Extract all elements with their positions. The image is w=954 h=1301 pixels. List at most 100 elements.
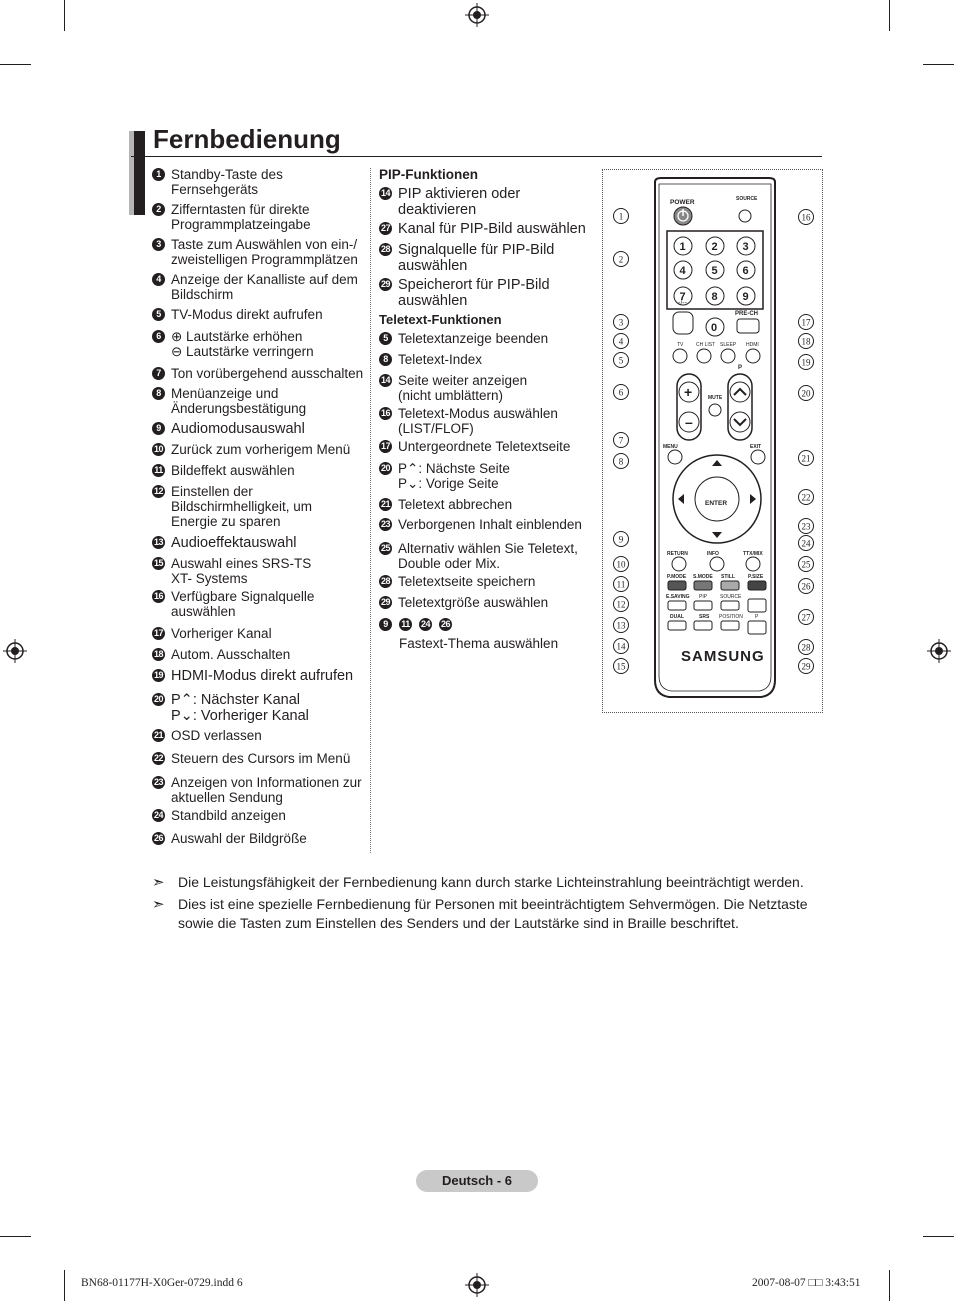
item-number-badge: 27 — [379, 222, 392, 235]
fastext-number: 24 — [419, 618, 432, 631]
item-number-badge: 20 — [379, 462, 392, 475]
item-line: Standby-Taste des — [171, 167, 283, 182]
callout-badge — [798, 385, 814, 401]
item-number-badge: 5 — [379, 332, 392, 345]
callout-number: 24 — [802, 539, 812, 549]
item-line: Teletextseite speichern — [398, 574, 536, 589]
item-text: ⊕ Lautstärke erhöhen⊖ Lautstärke verring… — [171, 329, 314, 359]
slug-right: 2007-08-07 □□ 3:43:51 — [752, 1277, 861, 1289]
item-number-badge: 23 — [152, 776, 165, 789]
item-line: Auswahl eines SRS-TS — [171, 556, 312, 571]
item-line: P⌃: Nächster Kanal — [171, 692, 301, 708]
item-line: HDMI-Modus direkt aufrufen — [171, 668, 354, 684]
item-line: Autom. Ausschalten — [171, 647, 291, 662]
esaving-label: E.SAVING — [666, 594, 690, 600]
digit-key-label: 4 — [680, 265, 687, 277]
callout-badge — [798, 209, 814, 225]
item-line: aktuellen Sendung — [171, 790, 283, 805]
item-number-badge: 15 — [152, 557, 165, 570]
item-line: Teletext-Modus auswählen — [398, 406, 558, 421]
callout-badge — [798, 578, 814, 594]
item-text: Audioeffektauswahl — [171, 535, 297, 551]
item-text: Teletextgröße auswählen — [398, 595, 548, 610]
hdmi-label: HDMI — [746, 342, 759, 348]
item-number-badge: 14 — [379, 187, 392, 200]
item-number-badge: 17 — [152, 627, 165, 640]
item-line: deaktivieren — [398, 202, 477, 218]
item-line: Verfügbare Signalquelle — [171, 589, 315, 604]
item-line: Ton vorübergehend ausschalten — [171, 366, 364, 381]
item-line: Speicherort für PIP-Bild — [398, 277, 550, 293]
callout-badge — [798, 450, 814, 466]
source2-label: SOURCE — [720, 594, 742, 600]
item-number-badge: 13 — [152, 536, 165, 549]
callout-number: 1 — [619, 212, 624, 222]
crop-mark — [64, 1270, 65, 1301]
callout-badge — [613, 617, 629, 633]
callout-number: 21 — [802, 454, 811, 464]
item-line: Standbild anzeigen — [171, 808, 286, 823]
tv-label: TV — [677, 342, 684, 348]
item-line: Zifferntasten für direkte — [171, 202, 310, 217]
psize-label: P.SIZE — [748, 574, 764, 580]
digit-key — [673, 260, 693, 280]
callout-badge — [613, 352, 629, 368]
column-divider — [370, 168, 371, 853]
item-number-badge: 19 — [152, 669, 165, 682]
callout-badge — [613, 333, 629, 349]
callout-number: 12 — [617, 600, 626, 610]
callout-number: 13 — [617, 621, 627, 631]
item-line: Audiomodusauswahl — [171, 421, 305, 437]
item-line: P⌄: Vorige Seite — [398, 476, 499, 491]
registration-mark-icon — [927, 639, 951, 663]
digit-key — [736, 236, 756, 256]
item-text: Standbild anzeigen — [171, 808, 286, 823]
callout-badge — [798, 489, 814, 505]
callout-number: 10 — [617, 560, 627, 570]
callout-number: 16 — [802, 213, 812, 223]
callout-badge — [613, 556, 629, 572]
crop-mark — [64, 0, 65, 31]
still-label: STILL — [721, 574, 735, 580]
callout-number: 9 — [619, 535, 624, 545]
item-line: Anzeige der Kanalliste auf dem — [171, 272, 358, 287]
item-text: Bildeffekt auswählen — [171, 463, 295, 478]
power-label: POWER — [670, 199, 695, 206]
digit-key — [673, 286, 693, 306]
item-line: Signalquelle für PIP-Bild — [398, 242, 555, 258]
note-text: Die Leistungsfähigkeit der Fernbedienung… — [178, 874, 804, 890]
item-line: Vorheriger Kanal — [171, 626, 272, 641]
item-number-badge: 6 — [152, 330, 165, 343]
digit-key — [705, 236, 725, 256]
digit-key-label: 6 — [743, 265, 749, 277]
item-text: Zurück zum vorherigem Menü — [171, 442, 350, 457]
item-text: Steuern des Cursors im Menü — [171, 751, 350, 766]
item-number-badge: 3 — [152, 238, 165, 251]
item-number-badge: 28 — [379, 575, 392, 588]
smode-label: S.MODE — [693, 574, 713, 580]
position-label: POSITION — [719, 614, 743, 620]
item-text: Seite weiter anzeigen(nicht umblättern) — [398, 373, 527, 403]
item-number-badge: 8 — [152, 387, 165, 400]
callout-badge — [798, 556, 814, 572]
pip-heading: PIP-Funktionen — [379, 167, 478, 182]
item-number-badge: 26 — [152, 832, 165, 845]
item-line: Teletextanzeige beenden — [398, 331, 549, 346]
callout-badge — [613, 596, 629, 612]
item-line: Änderungsbestätigung — [171, 401, 307, 416]
item-line: ⊕ Lautstärke erhöhen — [171, 329, 303, 344]
callout-number: 8 — [619, 457, 624, 467]
item-line: Bildschirmhelligkeit, um — [171, 499, 313, 514]
